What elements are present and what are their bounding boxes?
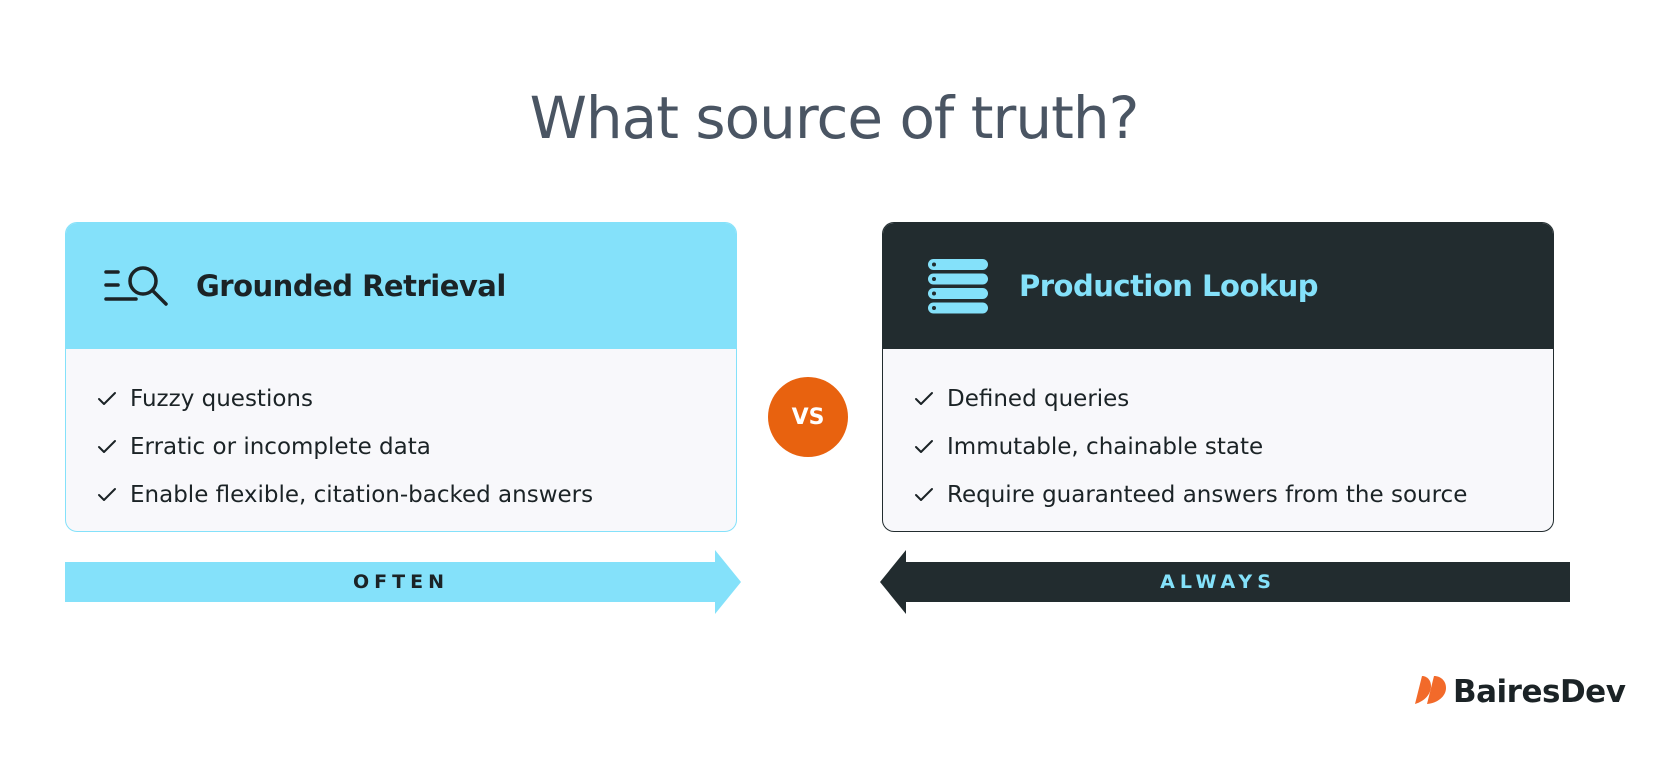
- arrow-left-shape: [880, 550, 1570, 614]
- production-lookup-card: Production Lookup Defined queries Immuta…: [882, 222, 1554, 532]
- production-lookup-list: Defined queries Immutable, chainable sta…: [883, 349, 1553, 519]
- bairesdev-logo: BairesDev: [1413, 674, 1626, 710]
- often-label: OFTEN: [353, 571, 449, 593]
- list-item-text: Immutable, chainable state: [947, 434, 1264, 460]
- checkmark-icon: [96, 436, 118, 458]
- page-title: What source of truth?: [529, 84, 1140, 152]
- database-stack-icon: [923, 256, 993, 316]
- grounded-retrieval-title: Grounded Retrieval: [196, 269, 506, 303]
- grounded-retrieval-list: Fuzzy questions Erratic or incomplete da…: [66, 349, 736, 519]
- grounded-retrieval-card: Grounded Retrieval Fuzzy questions Errat…: [65, 222, 737, 532]
- always-label: ALWAYS: [1160, 571, 1276, 593]
- list-item: Defined queries: [913, 375, 1553, 423]
- list-item-text: Enable flexible, citation-backed answers: [130, 482, 594, 508]
- list-item: Fuzzy questions: [96, 375, 736, 423]
- checkmark-icon: [96, 484, 118, 506]
- bairesdev-logo-icon: [1413, 675, 1447, 709]
- list-item-text: Require guaranteed answers from the sour…: [947, 482, 1468, 508]
- checkmark-icon: [913, 484, 935, 506]
- checkmark-icon: [96, 388, 118, 410]
- list-item: Erratic or incomplete data: [96, 423, 736, 471]
- often-arrow: OFTEN: [65, 550, 741, 618]
- grounded-retrieval-header: Grounded Retrieval: [66, 223, 736, 349]
- list-item-text: Erratic or incomplete data: [130, 434, 431, 460]
- list-item: Immutable, chainable state: [913, 423, 1553, 471]
- arrow-right-shape: [65, 550, 741, 614]
- list-item-text: Defined queries: [947, 386, 1130, 412]
- list-item-text: Fuzzy questions: [130, 386, 313, 412]
- vs-badge: VS: [768, 377, 848, 457]
- production-lookup-header: Production Lookup: [883, 223, 1553, 349]
- production-lookup-title: Production Lookup: [1019, 269, 1319, 303]
- checkmark-icon: [913, 388, 935, 410]
- list-item: Require guaranteed answers from the sour…: [913, 471, 1553, 519]
- bairesdev-wordmark: BairesDev: [1453, 674, 1626, 710]
- list-item: Enable flexible, citation-backed answers: [96, 471, 736, 519]
- checkmark-icon: [913, 436, 935, 458]
- always-arrow: ALWAYS: [880, 550, 1570, 618]
- search-list-icon: [102, 256, 172, 316]
